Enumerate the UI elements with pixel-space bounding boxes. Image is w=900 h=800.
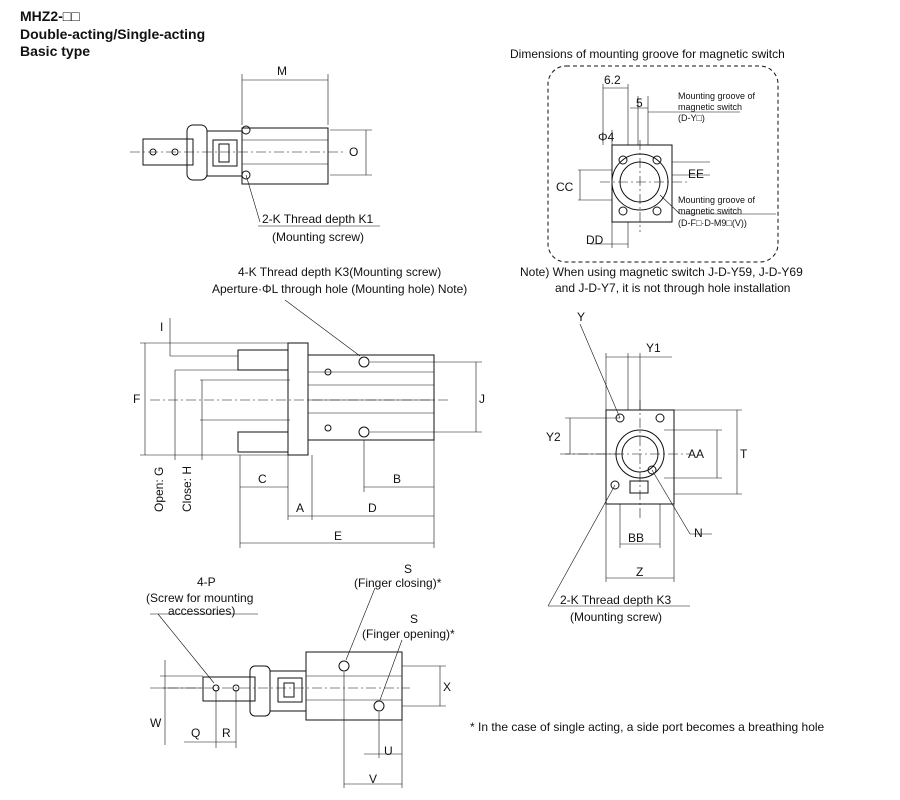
- dim-4p: 4-P: [197, 575, 216, 589]
- dim-e: E: [334, 529, 343, 543]
- dim-i: I: [160, 320, 164, 334]
- dim-6-2: 6.2: [604, 73, 621, 87]
- groove-y-line3: (D-Y□): [678, 113, 705, 123]
- dim-c: C: [258, 472, 267, 486]
- dim-y: Y: [577, 310, 586, 324]
- groove-f-line2: magnetic switch: [678, 206, 743, 216]
- dim-o: O: [349, 145, 359, 159]
- dim-5: 5: [636, 96, 643, 110]
- groove-heading: Dimensions of mounting groove for magnet…: [510, 47, 785, 61]
- dim-q: Q: [191, 726, 201, 740]
- dim-r: R: [222, 726, 231, 740]
- dim-bb: BB: [628, 531, 645, 545]
- dim-d: D: [368, 501, 377, 515]
- dim-a: A: [296, 501, 305, 515]
- footnote: * In the case of single acting, a side p…: [470, 720, 825, 734]
- groove-y-line2: magnetic switch: [678, 102, 743, 112]
- groove-detail-drawing: [547, 65, 779, 263]
- note-line1: Note) When using magnetic switch J-D-Y59…: [520, 265, 803, 279]
- bottom-view-drawing: [150, 587, 446, 788]
- screw-accessories-line2: accessories): [168, 604, 236, 618]
- action-title: Double-acting/Single-acting: [20, 26, 206, 42]
- dim-y1: Y1: [646, 341, 661, 355]
- dim-dd: DD: [586, 233, 604, 247]
- groove-y-line1: Mounting groove of: [678, 91, 756, 101]
- dim-w: W: [150, 716, 162, 730]
- thread-k3-label: 4-K Thread depth K3(Mounting screw): [238, 265, 442, 279]
- dim-close-h: Close: H: [180, 465, 194, 512]
- aperture-label: Aperture·ΦL through hole (Mounting hole)…: [212, 282, 468, 296]
- side-thread-k3-label: 2-K Thread depth K3: [560, 593, 672, 607]
- dim-m: M: [277, 64, 287, 78]
- top-view-drawing: [130, 74, 380, 227]
- dim-y2: Y2: [546, 430, 561, 444]
- dim-j: J: [479, 392, 485, 406]
- dim-u: U: [384, 744, 393, 758]
- dim-v: V: [369, 772, 378, 786]
- dim-t: T: [740, 447, 748, 461]
- dim-cc: CC: [556, 180, 574, 194]
- screw-accessories-line1: (Screw for mounting: [146, 591, 254, 605]
- dim-x: X: [443, 680, 452, 694]
- dim-aa: AA: [688, 447, 705, 461]
- model-title: MHZ2-□□: [20, 8, 80, 24]
- dim-f: F: [133, 392, 141, 406]
- front-view-drawing: [140, 299, 482, 548]
- side-view-drawing: [547, 323, 742, 607]
- mounting-screw-label: (Mounting screw): [272, 230, 365, 244]
- dim-ee: EE: [688, 167, 705, 181]
- finger-closing-label: (Finger closing)*: [354, 576, 442, 590]
- dim-phi4: Φ4: [598, 130, 615, 144]
- note-line2: and J-D-Y7, it is not through hole insta…: [555, 281, 791, 295]
- groove-f-line3: (D-F□·D-M9□(V)): [678, 218, 747, 228]
- dim-z: Z: [636, 565, 644, 579]
- dim-b: B: [393, 472, 402, 486]
- dim-open-g: Open: G: [152, 466, 166, 512]
- dim-n: N: [694, 526, 703, 540]
- dim-s-opening: S: [410, 612, 419, 626]
- thread-k1-label: 2-K Thread depth K1: [262, 212, 374, 226]
- type-title: Basic type: [20, 43, 91, 59]
- finger-opening-label: (Finger opening)*: [362, 627, 455, 641]
- dim-s-closing: S: [404, 562, 413, 576]
- side-mounting-screw-label: (Mounting screw): [570, 610, 663, 624]
- groove-f-line1: Mounting groove of: [678, 195, 756, 205]
